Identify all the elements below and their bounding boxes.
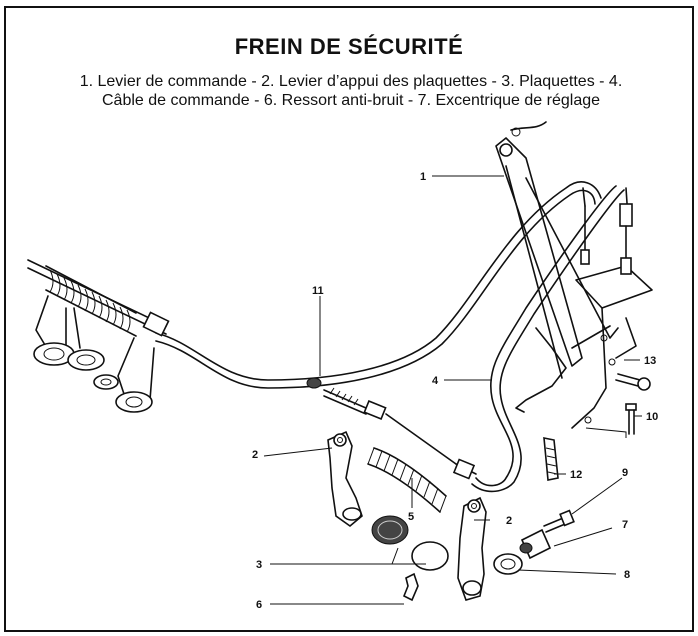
bolt-part-13	[615, 373, 651, 391]
screw-part-9	[543, 509, 575, 533]
legend-line-1: 1. Levier de commande - 2. Levier d’appu…	[79, 73, 623, 90]
callout-labels: 1 2 2 3 4 5 6 7 8 9 10 11 12 13	[252, 171, 658, 611]
callout-13: 13	[644, 355, 656, 367]
callout-11: 11	[312, 285, 324, 297]
callout-8: 8	[624, 569, 630, 581]
callout-1: 1	[420, 171, 426, 183]
callout-12: 12	[570, 469, 582, 481]
callout-7: 7	[622, 519, 628, 531]
pad-lever-left	[327, 430, 363, 528]
callout-3: 3	[256, 559, 262, 571]
pin-part-12	[543, 437, 559, 481]
callout-2-left: 2	[252, 449, 258, 461]
brake-pads-part-3	[371, 515, 449, 571]
spring-part-5	[367, 447, 447, 513]
control-lever-frame	[495, 121, 653, 429]
screw-part-10	[585, 403, 637, 438]
exploded-view-drawing: 1 2 2 3 4 5 6 7 8 9 10 11 12 13	[27, 121, 658, 611]
callout-6: 6	[256, 599, 262, 611]
frame-rod	[471, 185, 633, 493]
pad-lever-right	[457, 496, 487, 601]
diagram-sheet: FREIN DE SÉCURITÉ 1. Levier de commande …	[4, 6, 694, 632]
diagram-title: FREIN DE SÉCURITÉ	[234, 34, 464, 59]
leader-lines	[263, 175, 642, 605]
legend-line-2: Câble de commande - 6. Ressort anti-brui…	[101, 92, 601, 109]
cable-housing	[155, 181, 602, 389]
tension-cable	[306, 377, 477, 480]
eccentric-part-7	[519, 528, 552, 560]
callout-9: 9	[622, 467, 628, 479]
spindle-assembly	[27, 259, 170, 413]
callout-10: 10	[646, 411, 658, 423]
legend-caption: 1. Levier de commande - 2. Levier d’appu…	[26, 72, 676, 110]
bushing-part-8	[493, 553, 523, 575]
callout-4: 4	[432, 375, 439, 387]
callout-2-right: 2	[506, 515, 512, 527]
callout-5: 5	[408, 511, 414, 523]
spring-clip-part-6	[402, 572, 419, 602]
